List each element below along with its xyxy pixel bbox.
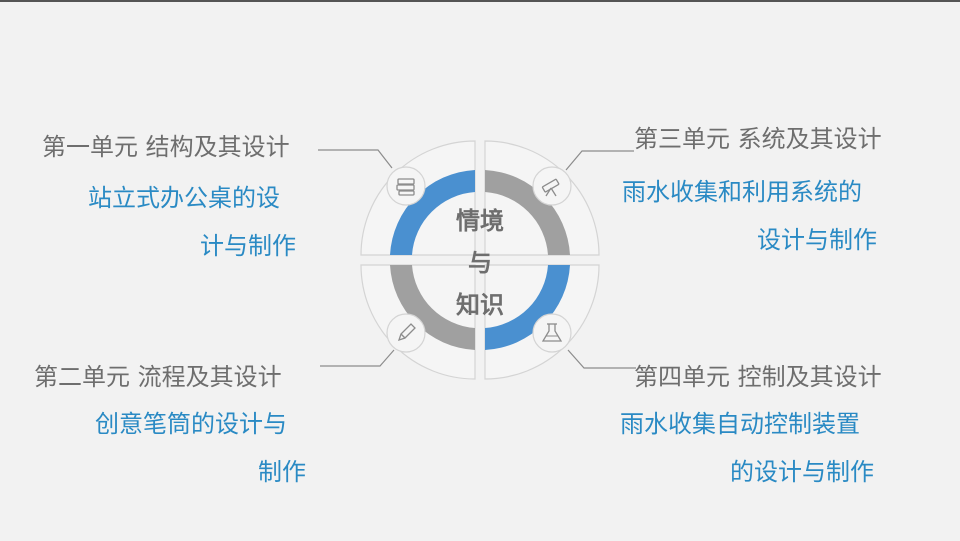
books-icon: [386, 166, 426, 206]
unit-desc-1-line2: 计与制作: [200, 232, 296, 260]
center-label: 情境 与 知识: [420, 200, 540, 326]
top-border-line: [0, 0, 960, 2]
center-label-line2: 与: [468, 249, 492, 277]
leader-line-bottom-right: [567, 349, 636, 369]
unit-desc-1-line1: 站立式办公桌的设: [88, 184, 280, 212]
arc-band-bottom-right: [485, 265, 570, 350]
arc-band-top-right: [485, 170, 570, 255]
unit-desc-2-line1: 创意笔筒的设计与: [95, 410, 287, 438]
center-label-line1: 情境: [456, 207, 504, 235]
unit-desc-2-line2: 制作: [258, 458, 306, 486]
telescope-icon: [532, 166, 572, 206]
arc-band-top-left: [390, 170, 475, 255]
unit-title-2: 第二单元 流程及其设计: [34, 363, 282, 391]
unit-title-1: 第一单元 结构及其设计: [42, 133, 290, 161]
leader-line-top-right: [565, 150, 634, 171]
unit-desc-4-line1: 雨水收集自动控制装置: [620, 410, 860, 438]
unit-desc-3-line1: 雨水收集和利用系统的: [622, 178, 862, 206]
arc-band-bottom-left: [390, 265, 475, 350]
leader-line-top-left: [318, 149, 393, 169]
unit-desc-4-line2: 的设计与制作: [730, 458, 874, 486]
leader-line-bottom-left: [320, 349, 395, 367]
unit-desc-3-line2: 设计与制作: [757, 226, 877, 254]
unit-title-3: 第三单元 系统及其设计: [634, 125, 882, 153]
flask-icon: [532, 313, 572, 353]
pencil-icon: [386, 313, 426, 353]
center-label-line3: 知识: [456, 291, 504, 319]
unit-title-4: 第四单元 控制及其设计: [634, 363, 882, 391]
